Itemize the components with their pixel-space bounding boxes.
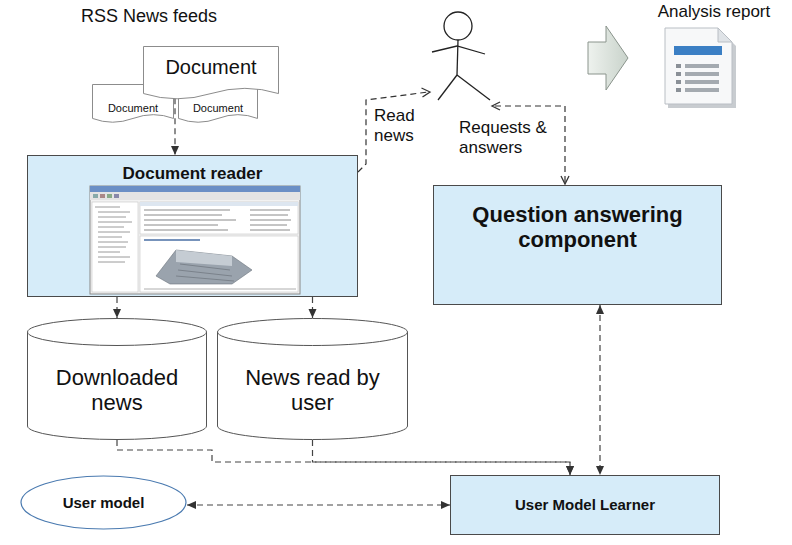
connector-line <box>313 440 571 475</box>
connector <box>113 297 121 318</box>
node-text: News read by user <box>227 365 398 416</box>
model-ellipse: User model <box>20 475 187 530</box>
arrow-head <box>171 146 179 155</box>
arrow-head <box>596 466 604 475</box>
node-text: User model <box>63 494 145 511</box>
arrow-head <box>441 501 450 509</box>
component-box: User Model Learner <box>450 475 720 535</box>
connector <box>117 440 574 475</box>
arrow-head <box>309 309 317 318</box>
node-text: Document <box>165 56 256 79</box>
read-news-line <box>358 88 430 172</box>
annotation-label: Read news <box>373 106 429 145</box>
arrow-head <box>596 305 604 314</box>
node-text: Question answering component <box>450 202 705 253</box>
arrow-head <box>113 309 121 318</box>
node-text: Document reader <box>123 164 263 184</box>
report-icon: Analysis report <box>640 2 788 110</box>
connector <box>187 501 450 509</box>
node-text: Document <box>193 102 243 115</box>
database-cylinder: News read by user <box>217 318 408 440</box>
arrow-head <box>187 501 196 509</box>
report-icon <box>662 26 740 110</box>
component-box: Question answering component <box>433 185 722 305</box>
connector <box>309 297 317 318</box>
node-text: Document <box>108 102 158 115</box>
reader-screenshot <box>90 186 300 294</box>
connector-line <box>117 440 570 475</box>
connector-line <box>599 305 600 475</box>
document-sheet: Document <box>143 46 279 104</box>
connector <box>596 305 604 475</box>
annotation-label: RSS News feeds <box>80 6 218 27</box>
connector-line <box>187 504 450 505</box>
annotation-label: Requests & answers <box>458 118 560 157</box>
arrow-head <box>566 466 574 475</box>
connector <box>313 440 575 475</box>
block-arrow <box>588 26 628 90</box>
node-text: Downloaded news <box>37 365 197 416</box>
arrow-head <box>566 466 574 475</box>
reader-fill <box>27 155 358 297</box>
node-text: User Model Learner <box>515 496 655 513</box>
node-text: Analysis report <box>658 2 770 22</box>
database-cylinder: Downloaded news <box>27 318 207 440</box>
reader-box: Document reader <box>27 155 358 297</box>
user-figure <box>432 12 490 100</box>
